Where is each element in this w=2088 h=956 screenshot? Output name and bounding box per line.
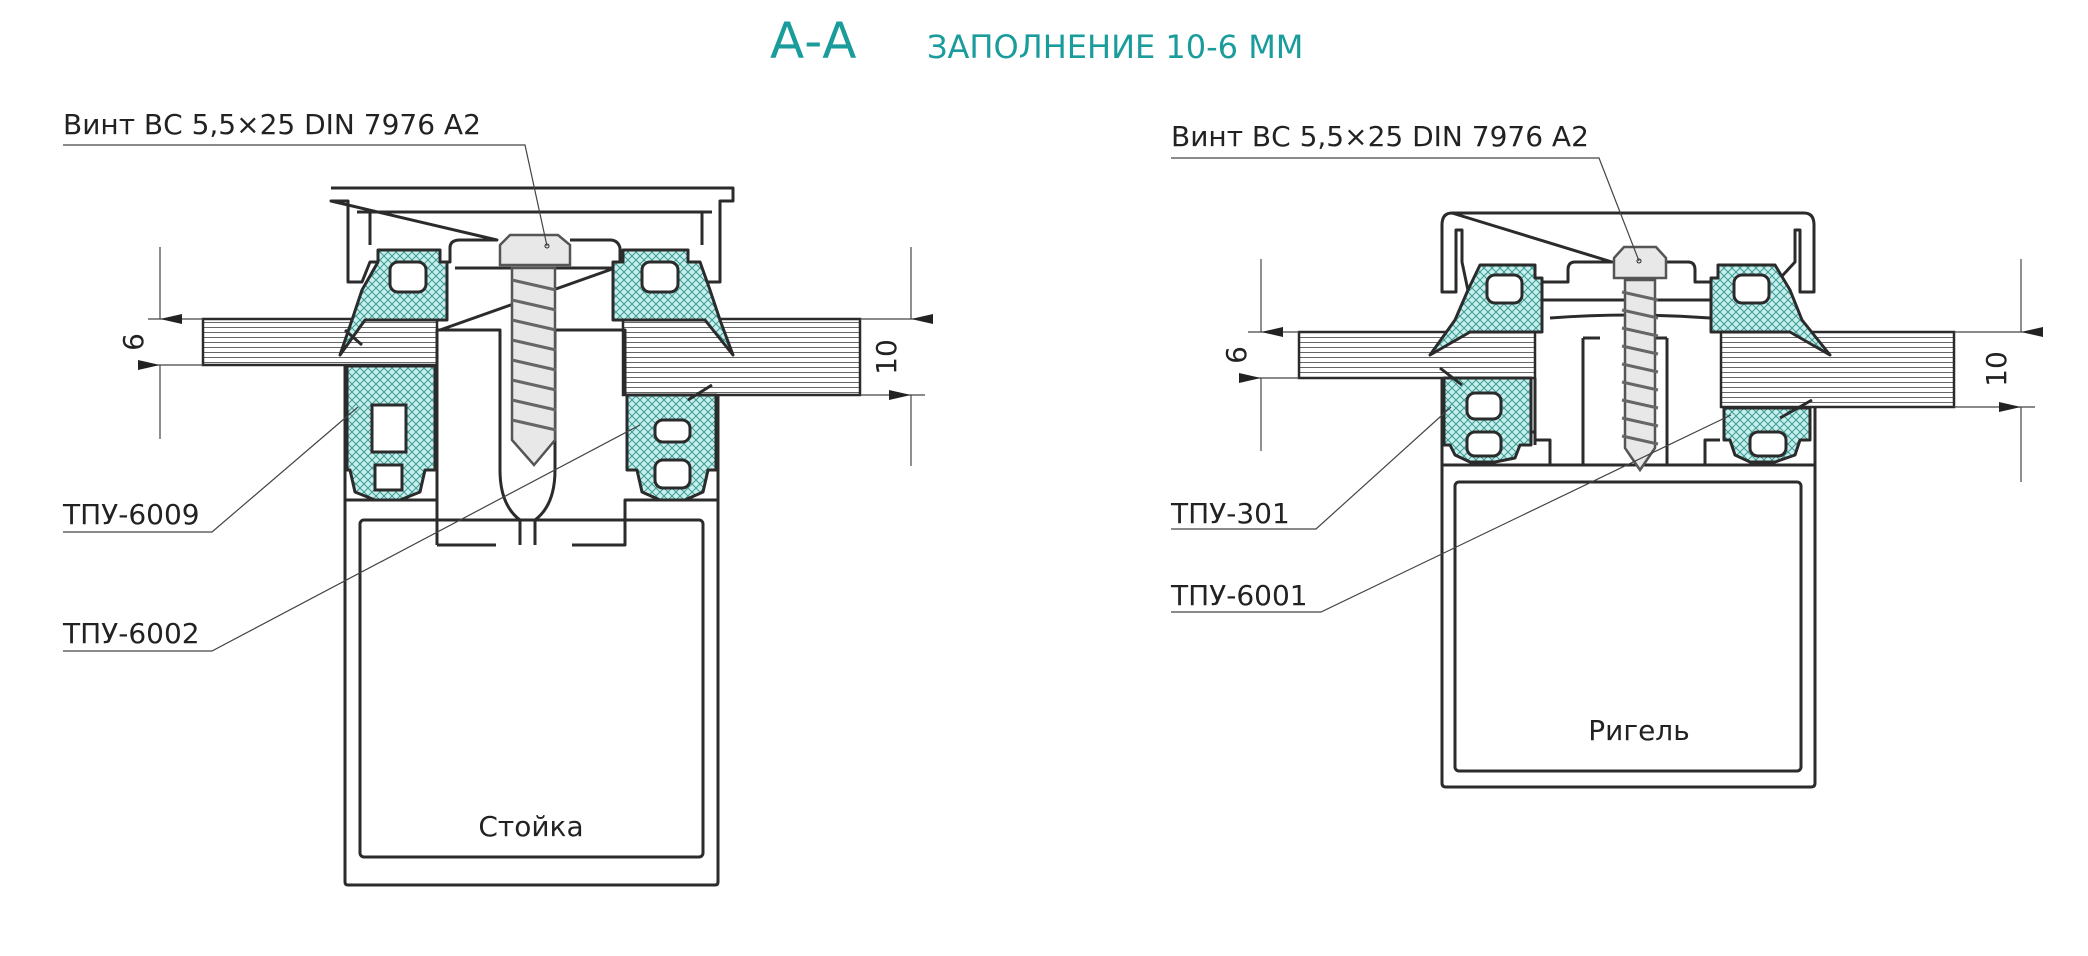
svg-text:10: 10 <box>870 339 903 375</box>
screw-icon <box>1612 245 1668 473</box>
dimension-6mm: 6 <box>1220 259 1299 451</box>
section-subtitle: ЗАПОЛНЕНИЕ 10-6 ММ <box>927 28 1303 66</box>
dimension-6mm: 6 <box>117 247 203 439</box>
screw-label: Винт ВС 5,5×25 DIN 7976 A2 <box>63 108 481 141</box>
dimension-10mm: 10 <box>860 247 933 466</box>
cover-plate <box>329 186 735 284</box>
mullion-chamber <box>358 518 705 859</box>
glass-pane-6mm <box>201 317 439 367</box>
gasket-label-tpu-6009: ТПУ-6009 <box>62 498 200 531</box>
gasket-label-tpu-6001: ТПУ-6001 <box>1170 579 1308 612</box>
gasket-tpu-6002 <box>625 393 718 502</box>
mullion-view: Винт ВС 5,5×25 DIN 7976 A2 ТПУ-6009 ТПУ-… <box>62 108 933 887</box>
gasket-label-tpu-6002: ТПУ-6002 <box>62 617 200 650</box>
gasket-label-tpu-301: ТПУ-301 <box>1170 497 1290 530</box>
section-title: А-А <box>770 12 856 70</box>
transom-view: Винт ВС 5,5×25 DIN 7976 A2 ТПУ-301 ТПУ-6… <box>1170 120 2043 789</box>
screw-channel <box>1533 336 1720 465</box>
svg-text:10: 10 <box>1980 351 2013 387</box>
svg-text:6: 6 <box>1220 346 1253 364</box>
profile-label-stoika: Стойка <box>478 810 583 843</box>
cover-plate <box>1440 211 1816 302</box>
dimension-10mm: 10 <box>1954 259 2043 482</box>
svg-text:6: 6 <box>117 333 150 351</box>
glass-pane-10mm <box>1719 330 1956 409</box>
screw-icon <box>498 233 572 467</box>
transom-chamber <box>1453 480 1803 773</box>
profile-label-rigel: Ригель <box>1588 714 1689 747</box>
glass-pane-10mm <box>621 317 862 397</box>
screw-label: Винт ВС 5,5×25 DIN 7976 A2 <box>1171 120 1589 153</box>
glass-pane-6mm <box>1297 330 1537 380</box>
